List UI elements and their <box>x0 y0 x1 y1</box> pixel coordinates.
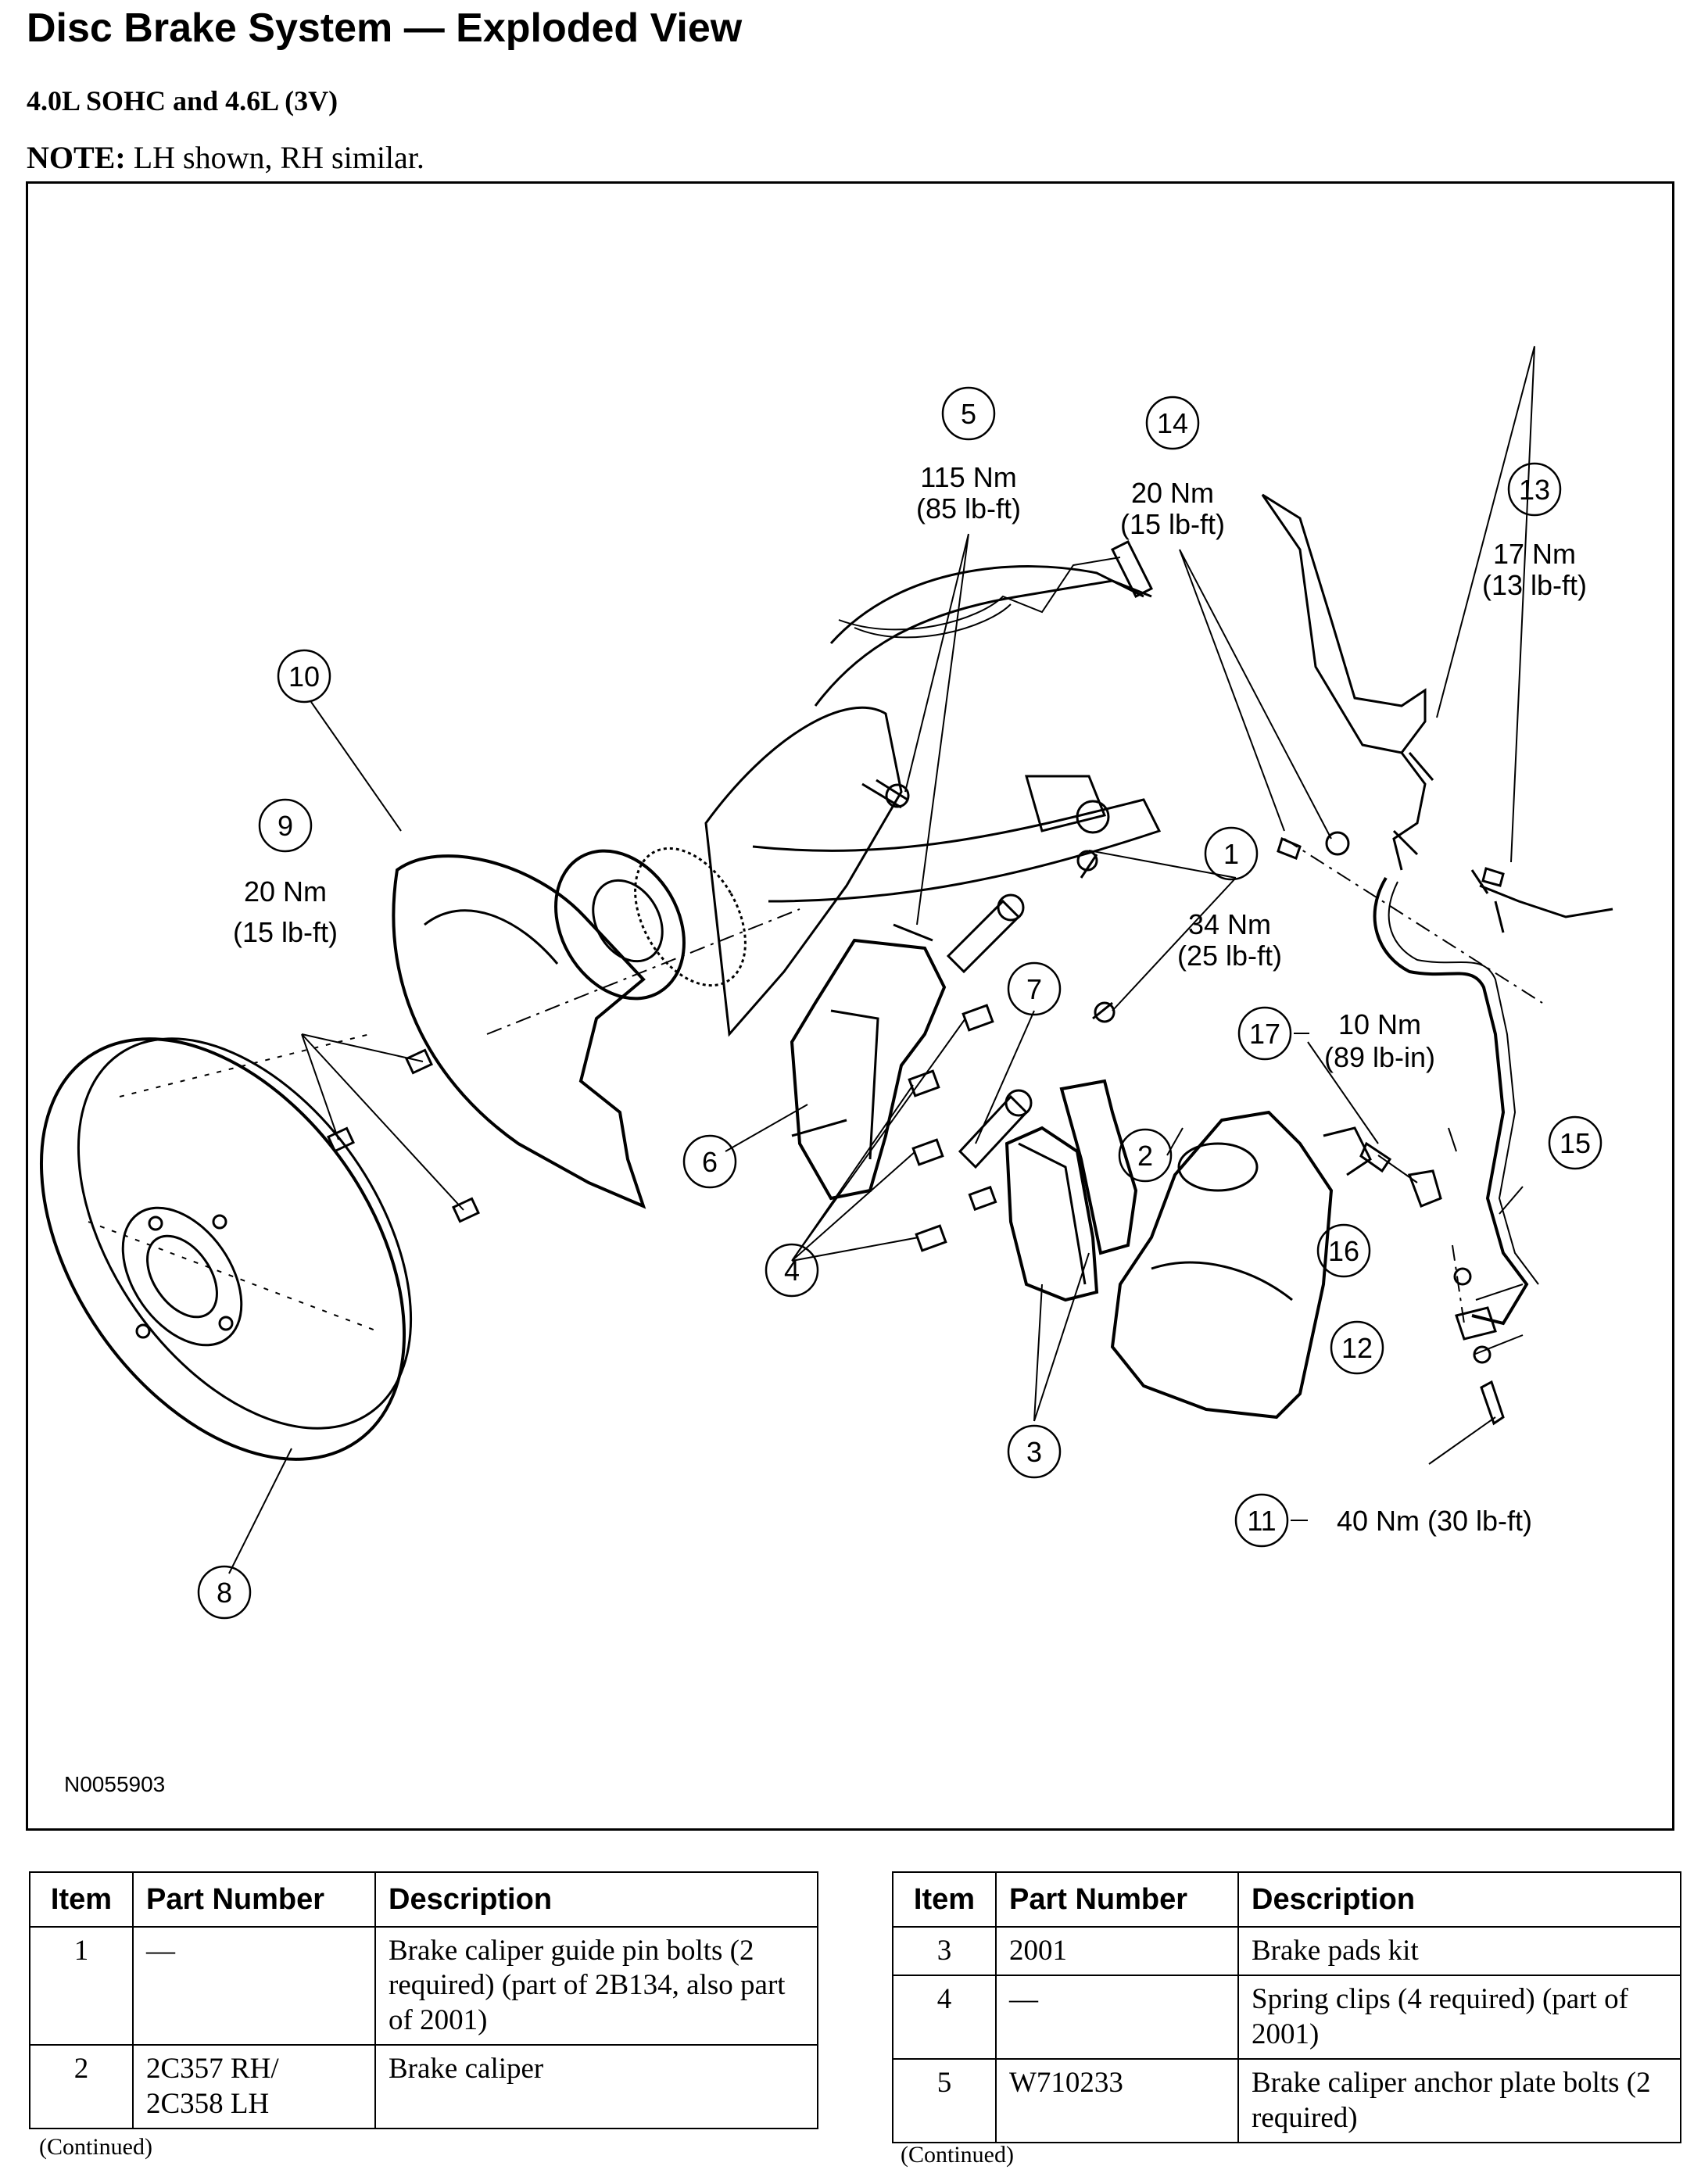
description-cell: Brake caliper <box>374 2044 818 2129</box>
callout-13: 13 <box>1519 474 1550 506</box>
note-text: LH shown, RH similar. <box>125 140 424 175</box>
note: NOTE: LH shown, RH similar. <box>27 139 424 176</box>
page-subtitle: 4.0L SOHC and 4.6L (3V) <box>27 85 338 116</box>
item-cell: 5 <box>892 2058 997 2143</box>
table-row: 4 — Spring clips (4 required) (part of 2… <box>892 1975 1681 2060</box>
callout-6: 6 <box>702 1146 718 1178</box>
part-number-cell: — <box>995 1975 1239 2060</box>
note-label: NOTE: <box>27 140 126 175</box>
torque-17-lbin: (89 lb-in) <box>1324 1041 1435 1073</box>
torque-9-lbft: (15 lb-ft) <box>233 916 338 948</box>
exploded-view-figure: 1 34 Nm (25 lb-ft) 2 3 4 5 115 Nm (85 lb… <box>26 181 1674 1831</box>
callout-2: 2 <box>1137 1140 1153 1172</box>
header-item: Item <box>892 1871 997 1928</box>
header-item: Item <box>29 1871 134 1928</box>
table-row: 1 — Brake caliper guide pin bolts (2 req… <box>29 1925 818 2046</box>
item-cell: 4 <box>892 1975 997 2060</box>
header-description: Description <box>1237 1871 1681 1928</box>
caliper-anchor-plate <box>790 923 947 1201</box>
torque-5-nm: 115 Nm <box>920 461 1016 493</box>
brake-hose-and-lines <box>1261 493 1613 1426</box>
continued-right: (Continued) <box>901 2142 1014 2168</box>
torque-9-nm: 20 Nm <box>244 875 327 908</box>
header-part-number: Part Number <box>132 1871 376 1928</box>
callout-14: 14 <box>1157 407 1188 439</box>
description-cell: Brake caliper guide pin bolts (2 require… <box>374 1925 818 2046</box>
table-header-row: Item Part Number Description <box>29 1871 818 1928</box>
callout-11: 11 <box>1247 1505 1276 1537</box>
bleeder-and-cap <box>1359 1141 1442 1208</box>
torque-14-lbft: (15 lb-ft) <box>1120 508 1225 540</box>
torque-5-lbft: (85 lb-ft) <box>916 492 1021 525</box>
torque-13-nm: 17 Nm <box>1493 538 1576 570</box>
hub-and-knuckle <box>554 565 1162 1137</box>
torque-1-nm: 34 Nm <box>1188 908 1271 940</box>
callout-12: 12 <box>1341 1332 1373 1364</box>
description-cell: Brake pads kit <box>1237 1925 1681 1977</box>
page-title: Disc Brake System — Exploded View <box>27 5 743 51</box>
callout-circles <box>197 386 1603 1620</box>
callout-5: 5 <box>961 398 976 430</box>
parts-table-right: Item Part Number Description 3 2001 Brak… <box>892 1871 1681 2143</box>
callout-8: 8 <box>217 1577 232 1609</box>
abs-sensor-harness <box>838 539 1154 639</box>
figure-id: N0055903 <box>64 1772 166 1796</box>
part-number-cell: 2001 <box>995 1925 1239 1977</box>
item-cell: 3 <box>892 1925 997 1977</box>
callout-17: 17 <box>1249 1018 1280 1050</box>
part-number-cell: — <box>132 1925 376 2046</box>
table-header-row: Item Part Number Description <box>892 1871 1681 1928</box>
callout-10: 10 <box>288 661 320 693</box>
torque-11: 40 Nm (30 lb-ft) <box>1337 1505 1532 1537</box>
brake-pads <box>1004 1079 1138 1302</box>
callout-labels: 1 34 Nm (25 lb-ft) 2 3 4 5 115 Nm (85 lb… <box>217 398 1591 1609</box>
dust-shield <box>392 854 646 1209</box>
callout-leaders <box>228 346 1535 1574</box>
callout-3: 3 <box>1026 1436 1042 1468</box>
table-row: 2 2C357 RH/ 2C358 LH Brake caliper <box>29 2044 818 2129</box>
part-number-cell: 2C357 RH/ 2C358 LH <box>132 2044 376 2129</box>
table-row: 3 2001 Brake pads kit <box>892 1925 1681 1977</box>
bracket-bolts <box>1277 831 1505 887</box>
description-cell: Spring clips (4 required) (part of 2001) <box>1237 1975 1681 2060</box>
centerlines <box>486 838 1543 1324</box>
table-row: 5 W710233 Brake caliper anchor plate bol… <box>892 2058 1681 2143</box>
torque-13-lbft: (13 lb-ft) <box>1482 569 1587 601</box>
shield-bolts <box>326 1048 481 1223</box>
callout-4: 4 <box>784 1255 800 1287</box>
torque-17-nm: 10 Nm <box>1338 1008 1421 1040</box>
callout-16: 16 <box>1328 1235 1359 1267</box>
callout-9: 9 <box>278 810 293 842</box>
torque-14-nm: 20 Nm <box>1131 477 1214 509</box>
brake-rotor <box>39 1033 413 1461</box>
torque-1-lbft: (25 lb-ft) <box>1177 940 1282 972</box>
torque-dashes <box>1291 1033 1309 1521</box>
brake-caliper <box>1110 1110 1372 1420</box>
header-part-number: Part Number <box>995 1871 1239 1928</box>
continued-left: (Continued) <box>39 2134 152 2160</box>
header-description: Description <box>374 1871 818 1928</box>
spring-clips <box>908 1004 997 1252</box>
parts-table-left: Item Part Number Description 1 — Brake c… <box>29 1871 818 2129</box>
callout-15: 15 <box>1560 1127 1591 1159</box>
description-cell: Brake caliper anchor plate bolts (2 requ… <box>1237 2058 1681 2143</box>
callout-1: 1 <box>1223 838 1239 870</box>
item-cell: 1 <box>29 1925 134 2046</box>
guide-pins <box>861 779 1115 1169</box>
part-number-cell: W710233 <box>995 2058 1239 2143</box>
callout-7: 7 <box>1026 973 1042 1005</box>
exploded-view-drawing: 1 34 Nm (25 lb-ft) 2 3 4 5 115 Nm (85 lb… <box>39 346 1613 1620</box>
item-cell: 2 <box>29 2044 134 2129</box>
